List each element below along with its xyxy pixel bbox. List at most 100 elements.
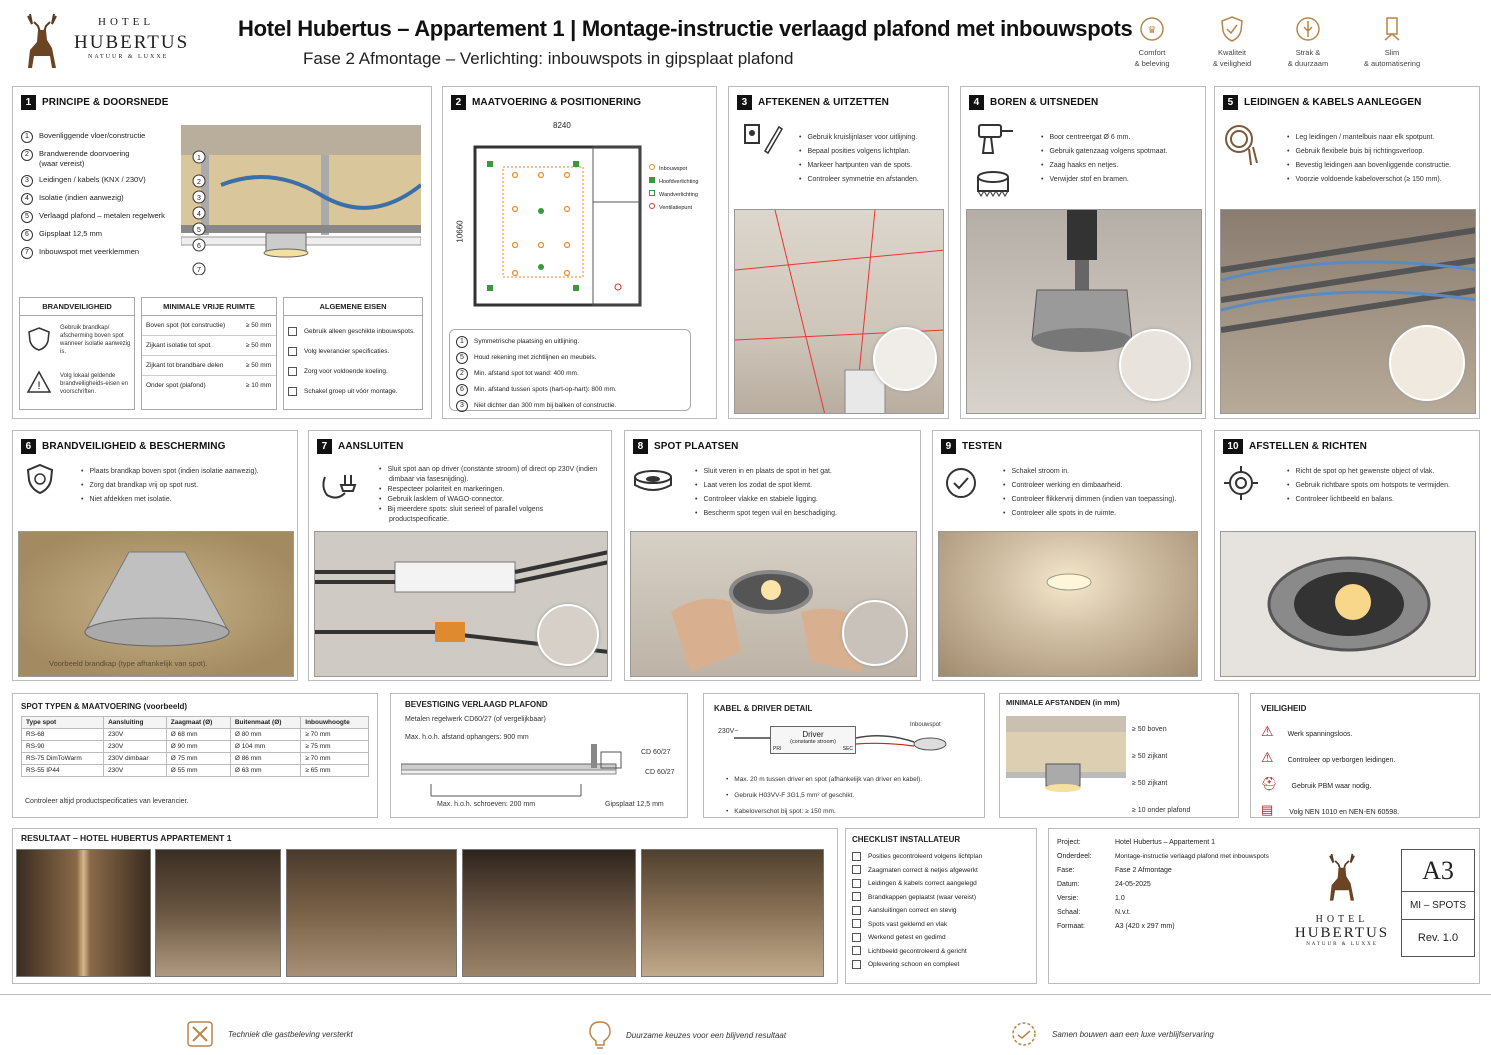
fire-shield-icon [28,327,50,351]
ceiling-frame-diagram [401,744,622,797]
footer-item-duurzaam: Duurzame keuzes voor een blijvend result… [588,1020,786,1050]
result-photo-corridor [16,849,151,977]
brand-box: BRANDVEILIGHEID Gebruik brandkap/ afsche… [19,297,135,410]
warning-icon: ⚠ [1261,749,1274,765]
svg-text:6: 6 [197,243,201,250]
spot-placing-photo [630,531,917,677]
laser-ceiling-photo [734,209,944,414]
logo-hotel: HOTEL [98,16,155,28]
footer-item-techniek: Techniek die gastbeleving versterkt [186,1020,353,1048]
page-title: Hotel Hubertus – Appartement 1 | Montage… [238,16,1133,41]
plan-legend: Inbouwspot Hoofdverlichting Wandverlicht… [649,163,698,215]
brandkap-caption: Voorbeeld brandkap (type afhankelijk van… [49,659,208,668]
checklist-panel: CHECKLIST INSTALLATEUR Posities gecontro… [845,828,1037,984]
eisen-box: ALGEMENE EISEN Gebruik alleen geschikte … [283,297,423,410]
tools-icon [187,1021,213,1047]
svg-text:2: 2 [197,179,201,186]
handshake-icon [1012,1022,1036,1046]
checklist-item[interactable]: Spots vast geklemd en vlak [852,918,982,932]
min-afstanden-panel: MINIMALE AFSTANDEN (in mm) ≥ 50 boven≥ 5… [999,693,1239,818]
header-icon-comfort: ♛ Comfort& beleving [1112,14,1192,69]
logo-hubertus: HUBERTUS [74,32,190,53]
header-icon-duurzaam: Strak && duurzaam [1268,14,1348,69]
hotel-logo: HOTEL HUBERTUS NATUUR & LUXXE [20,12,195,76]
cross-section-diagram: 1 2 3 4 5 6 7 [181,125,421,275]
leaf-icon [1296,17,1320,41]
warning-icon: ⚠ [1261,723,1274,739]
svg-text:5: 5 [197,227,201,234]
test-light-photo [938,531,1198,677]
shield-icon [26,463,54,495]
target-icon [1224,466,1258,500]
svg-text:♛: ♛ [1148,25,1157,36]
brandkap-photo: Voorbeeld brandkap (type afhankelijk van… [18,531,294,677]
sheet-format: A3 [1402,850,1474,892]
floor-plan [473,145,642,307]
distance-diagram [1006,716,1126,792]
dimension-width: 8240 [553,121,571,130]
checklist-item[interactable]: Brandkappen geplaatst (waar vereist) [852,891,982,905]
warning-icon: ! [26,370,52,393]
adjusted-spot-photo [1220,531,1476,677]
dimension-height: 10660 [455,220,465,243]
title-block-logo: HOTEL HUBERTUS NATUUR & LUXXE [1287,851,1397,961]
deer-logo-icon [27,13,57,68]
deer-logo-icon [1329,853,1355,901]
page-subtitle: Fase 2 Afmontage – Verlichting: inbouwsp… [303,49,794,68]
check-circle-icon [946,468,976,498]
cable-coil-icon [1225,125,1258,166]
checklist-item[interactable]: Aansluitingen correct en stevig [852,904,982,918]
checklist-item[interactable]: Leidingen & kabels correct aangelegd [852,877,982,891]
section-title: PRINCIPE & DOORSNEDE [42,97,169,108]
smart-icon [1384,17,1400,41]
checklist-item[interactable]: Posities gecontroleerd volgens lichtplan [852,850,982,864]
checklist-item[interactable]: Lichtbeeld gecontroleerd & gericht [852,945,982,959]
drill-icon [978,124,1013,154]
laser-pencil-icon [744,124,783,155]
kabel-driver-panel: KABEL & DRIVER DETAIL 230V~ Driver (cons… [703,693,985,818]
driver-photo [314,531,608,677]
sheet-box: A3 MI – SPOTS Rev. 1.0 [1401,849,1475,957]
holesaw-icon [977,171,1009,197]
title-block: Project:Hotel Hubertus – Appartement 1 O… [1048,828,1480,984]
document-icon: ▤ [1261,802,1274,817]
result-photo-bedroom [641,849,824,977]
veiligheid-panel: VEILIGHEID ⚠Werk spanningsloos. ⚠Control… [1250,693,1480,818]
footer-item-samen: Samen bouwen aan een luxe verblijfservar… [1010,1020,1214,1048]
lightbulb-icon [589,1021,611,1049]
helmet-icon: ⛑ [1261,776,1278,791]
checklist-item[interactable]: Zaagmaten correct & netjes afgewerkt [852,864,982,878]
logo-tagline: NATUUR & LUXXE [88,54,169,60]
result-photo-bathroom [155,849,281,977]
svg-text:1: 1 [197,155,201,162]
checklist-item[interactable]: Werkend getest en gedimd [852,931,982,945]
spot-types-panel: SPOT TYPEN & MAATVOERING (voorbeeld) Typ… [12,693,378,818]
section-number: 1 [21,95,36,110]
svg-text:3: 3 [197,195,201,202]
project-info-table: Project:Hotel Hubertus – Appartement 1 O… [1057,838,1269,930]
sheet-code: MI – SPOTS [1402,892,1474,920]
shield-check-icon [1221,16,1243,42]
ruimte-box: MINIMALE VRIJE RUIMTE Boven spot (tot co… [141,297,277,410]
svg-text:7: 7 [197,267,201,274]
svg-text:!: ! [37,380,40,392]
bevestiging-panel: BEVESTIGING VERLAAGD PLAFOND Metalen reg… [390,693,688,818]
checklist-item[interactable]: Oplevering schoon en compleet [852,958,982,972]
spot-icon [634,470,672,491]
